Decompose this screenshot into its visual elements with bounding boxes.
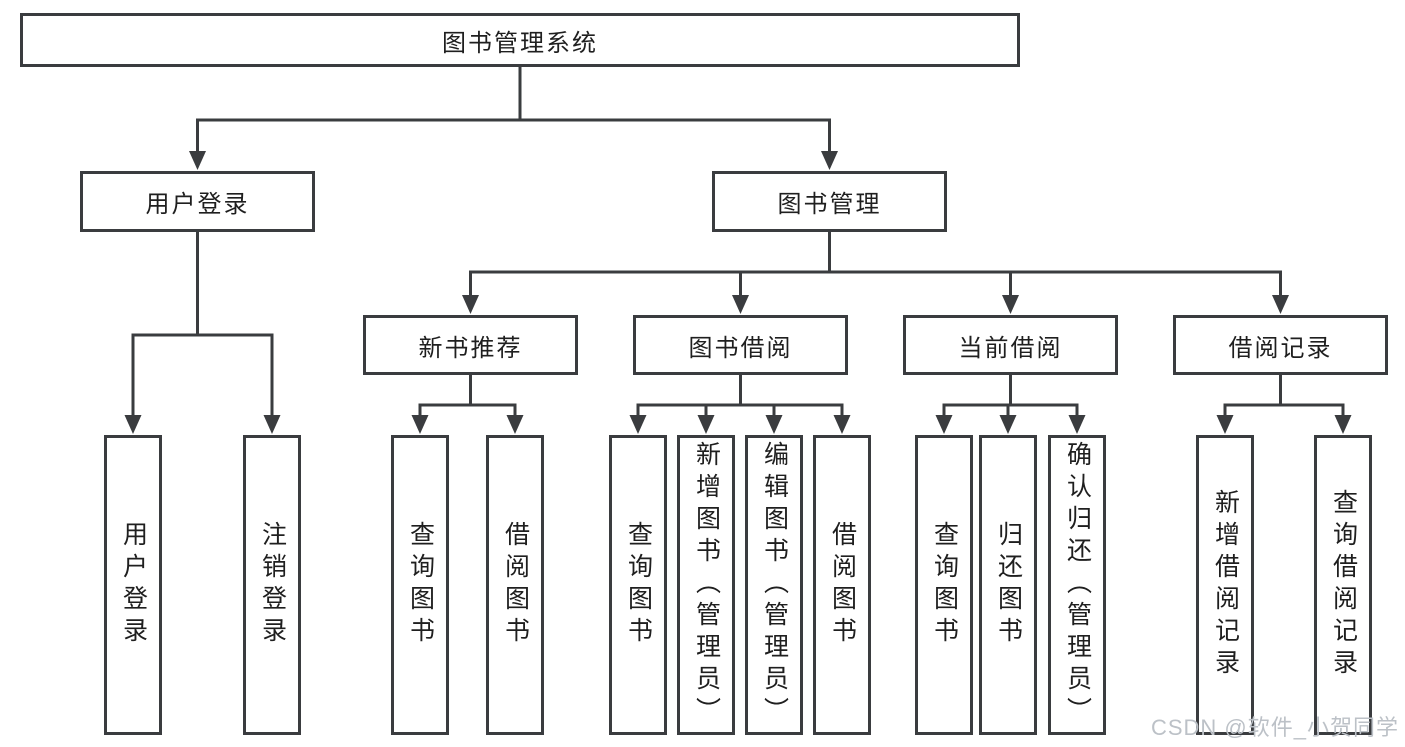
leaf-add-borrow-record: 新增借阅记录 (1196, 435, 1254, 735)
leaf-return-book: 归还图书 (979, 435, 1037, 735)
node-new-book-recommendation: 新书推荐 (363, 315, 578, 375)
csdn-watermark: CSDN @软件_小贺同学 (1150, 715, 1399, 740)
node-label: 图书管理系统 (442, 29, 598, 57)
node-user-login: 用户登录 (80, 171, 315, 232)
leaf-edit-book-admin: 编辑图书（管理员） (745, 435, 803, 735)
node-label: 用户登录 (119, 521, 148, 649)
node-label: 当前借阅 (958, 334, 1063, 362)
node-book-management: 图书管理 (712, 171, 947, 232)
node-label: 归还图书 (994, 521, 1023, 649)
node-label: 借阅图书 (828, 521, 857, 649)
node-label: 图书借阅 (688, 334, 793, 362)
leaf-add-book-admin: 新增图书（管理员） (677, 435, 735, 735)
leaf-query-books-current: 查询图书 (915, 435, 973, 735)
node-label: 查询图书 (406, 521, 435, 649)
leaf-borrow-books-recommend: 借阅图书 (486, 435, 544, 735)
node-label: 新增图书（管理员） (692, 441, 721, 729)
leaf-query-books-borrowing: 查询图书 (609, 435, 667, 735)
node-current-borrowing: 当前借阅 (903, 315, 1118, 375)
leaf-borrow-books-borrowing: 借阅图书 (813, 435, 871, 735)
node-label: 借阅记录 (1228, 334, 1333, 362)
leaf-user-login: 用户登录 (104, 435, 162, 735)
node-label: 查询图书 (624, 521, 653, 649)
leaf-confirm-return-admin: 确认归还（管理员） (1048, 435, 1106, 735)
node-label: 确认归还（管理员） (1063, 441, 1092, 729)
node-label: 查询图书 (930, 521, 959, 649)
node-label: 图书管理 (777, 191, 882, 218)
node-label: 新书推荐 (418, 334, 523, 362)
leaf-logout: 注销登录 (243, 435, 301, 735)
node-book-borrowing: 图书借阅 (633, 315, 848, 375)
node-label: 用户登录 (145, 191, 250, 218)
node-label: 新增借阅记录 (1211, 489, 1240, 681)
node-borrowing-records: 借阅记录 (1173, 315, 1388, 375)
node-label: 借阅图书 (501, 521, 530, 649)
node-label: 查询借阅记录 (1329, 489, 1358, 681)
node-library-management-system: 图书管理系统 (20, 13, 1020, 67)
node-label: 注销登录 (258, 521, 287, 649)
leaf-query-books-recommend: 查询图书 (391, 435, 449, 735)
leaf-query-borrow-record: 查询借阅记录 (1314, 435, 1372, 735)
node-label: 编辑图书（管理员） (760, 441, 789, 729)
